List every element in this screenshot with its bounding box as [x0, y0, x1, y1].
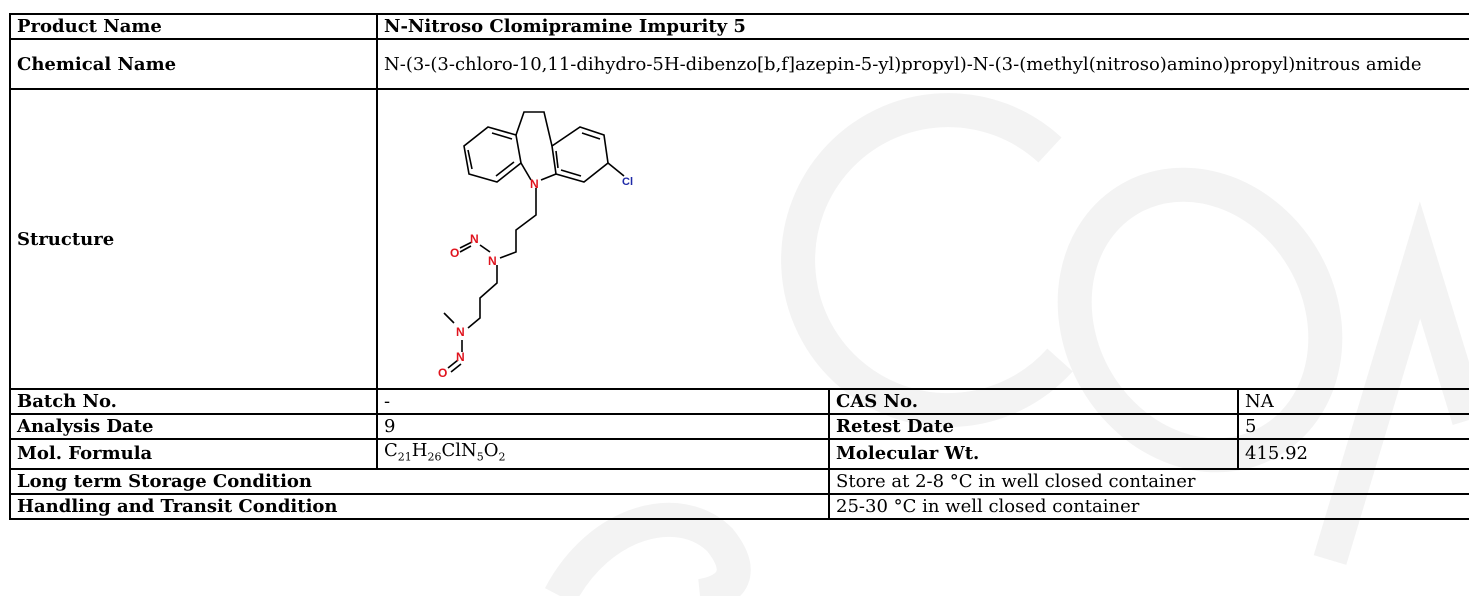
mol-formula-value: C21H26ClN5O2	[376, 438, 830, 470]
atom-n-nitroso-1: N	[470, 232, 479, 246]
chemical-name-label: Chemical Name	[9, 38, 378, 90]
storage-condition-value: Store at 2-8 °C in well closed container	[828, 467, 1469, 495]
retest-date-value: 5	[1237, 413, 1469, 440]
atom-o-2: O	[438, 366, 447, 380]
batch-no-value: -	[376, 388, 830, 415]
cas-no-label: CAS No.	[828, 388, 1239, 415]
structure-bonds	[443, 111, 625, 373]
molecular-wt-value: 415.92	[1237, 438, 1469, 470]
atom-n-methylamino: N	[456, 325, 465, 339]
structure-diagram: N Cl N N O N N O	[438, 111, 633, 380]
mol-formula-label: Mol. Formula	[9, 438, 378, 470]
product-name-value: N-Nitroso Clomipramine Impurity 5	[376, 13, 1469, 40]
batch-no-label: Batch No.	[9, 388, 378, 415]
structure-cell: N Cl N N O N N O	[376, 88, 1469, 390]
handling-condition-label: Handling and Transit Condition	[9, 492, 830, 520]
structure-label: Structure	[9, 88, 378, 390]
atom-n-nitroso-2: N	[456, 350, 465, 364]
atom-n-amide: N	[488, 254, 497, 268]
storage-condition-label: Long term Storage Condition	[9, 467, 830, 495]
cas-no-value: NA	[1237, 388, 1469, 415]
analysis-date-label: Analysis Date	[9, 413, 378, 440]
atom-cl: Cl	[622, 176, 633, 188]
analysis-date-value: 9	[376, 413, 830, 440]
retest-date-label: Retest Date	[828, 413, 1239, 440]
atom-o-1: O	[450, 246, 459, 260]
product-name-label: Product Name	[9, 13, 378, 40]
atom-n-ring: N	[530, 177, 539, 191]
coa-table: Product Name N-Nitroso Clomipramine Impu…	[9, 13, 1469, 520]
handling-condition-value: 25-30 °C in well closed container	[828, 492, 1469, 520]
chemical-name-value: N-(3-(3-chloro-10,11-dihydro-5H-dibenzo[…	[376, 38, 1469, 90]
molecular-wt-label: Molecular Wt.	[828, 438, 1239, 470]
